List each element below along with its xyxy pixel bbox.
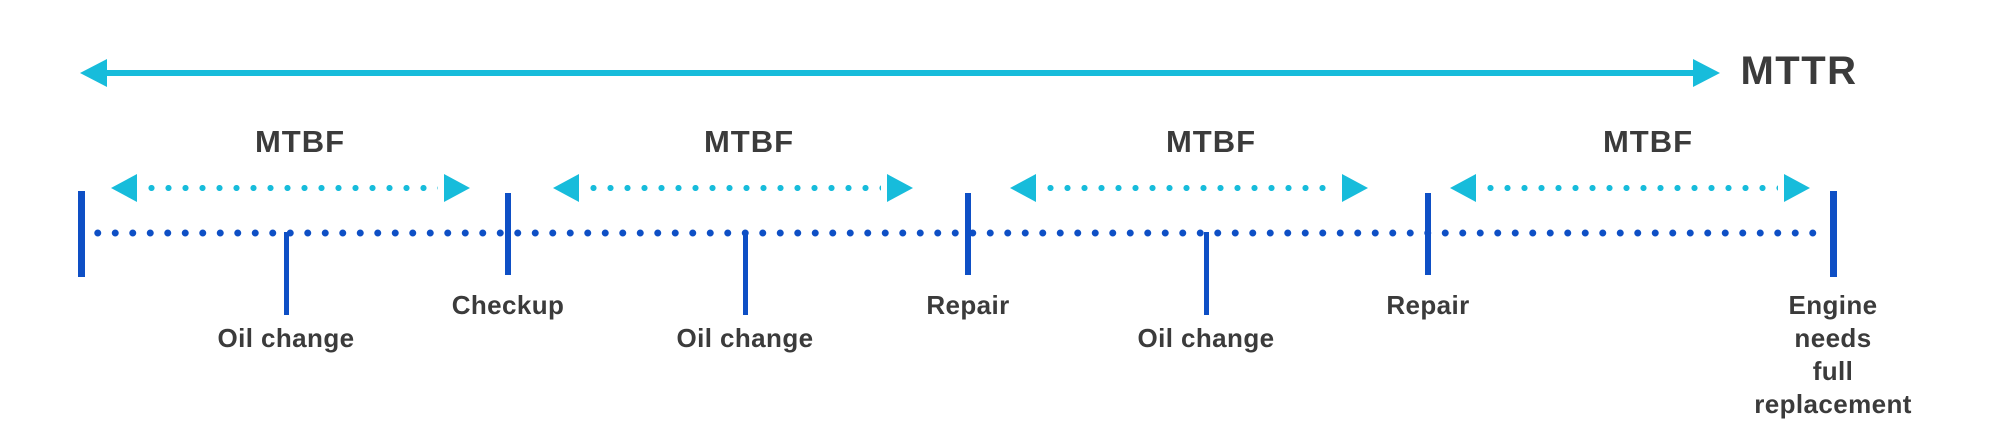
mtbf-arrowhead-right-icon bbox=[1784, 174, 1810, 202]
timeline-tick-minor bbox=[742, 232, 748, 315]
event-label: Repair bbox=[926, 290, 1010, 320]
mtbf-arrowhead-right-icon bbox=[1342, 174, 1368, 202]
mtbf-arrowhead-right-icon bbox=[887, 174, 913, 202]
event-label: Repair bbox=[1386, 290, 1470, 320]
mtbf-arrowhead-right-icon bbox=[444, 174, 470, 202]
event-label: Checkup bbox=[451, 290, 565, 320]
timeline-tick-major bbox=[505, 193, 511, 275]
arrowhead-right-icon bbox=[1693, 59, 1720, 87]
mttr-arrow-shaft bbox=[100, 70, 1700, 76]
timeline-tick-major bbox=[965, 193, 971, 275]
timeline-dotted-line bbox=[89, 229, 1826, 237]
mtbf-arrowhead-left-icon bbox=[1010, 174, 1036, 202]
mttr-label: MTTR bbox=[1740, 49, 1858, 93]
event-label: Oil change bbox=[1137, 323, 1275, 353]
event-label: Oil change bbox=[676, 323, 814, 353]
mtbf-dotted-line bbox=[585, 185, 881, 191]
timeline-tick-minor bbox=[1203, 232, 1209, 315]
event-label: Oil change bbox=[217, 323, 355, 353]
mtbf-label: MTBF bbox=[1602, 124, 1694, 159]
mtbf-arrowhead-left-icon bbox=[1450, 174, 1476, 202]
event-label: Engine needs full replacement bbox=[1754, 290, 1912, 419]
mtbf-arrowhead-left-icon bbox=[553, 174, 579, 202]
mtbf-label: MTBF bbox=[703, 124, 795, 159]
mtbf-label: MTBF bbox=[254, 124, 346, 159]
mtbf-dotted-line bbox=[1482, 185, 1778, 191]
timeline-tick-minor bbox=[283, 232, 289, 315]
mtbf-dotted-line bbox=[1042, 185, 1336, 191]
mtbf-arrowhead-left-icon bbox=[111, 174, 137, 202]
mtbf-label: MTBF bbox=[1165, 124, 1257, 159]
timeline-tick-endpoint bbox=[1829, 191, 1837, 277]
timeline-tick-endpoint bbox=[77, 191, 85, 277]
mtbf-dotted-line bbox=[143, 185, 438, 191]
timeline-tick-major bbox=[1425, 193, 1431, 275]
